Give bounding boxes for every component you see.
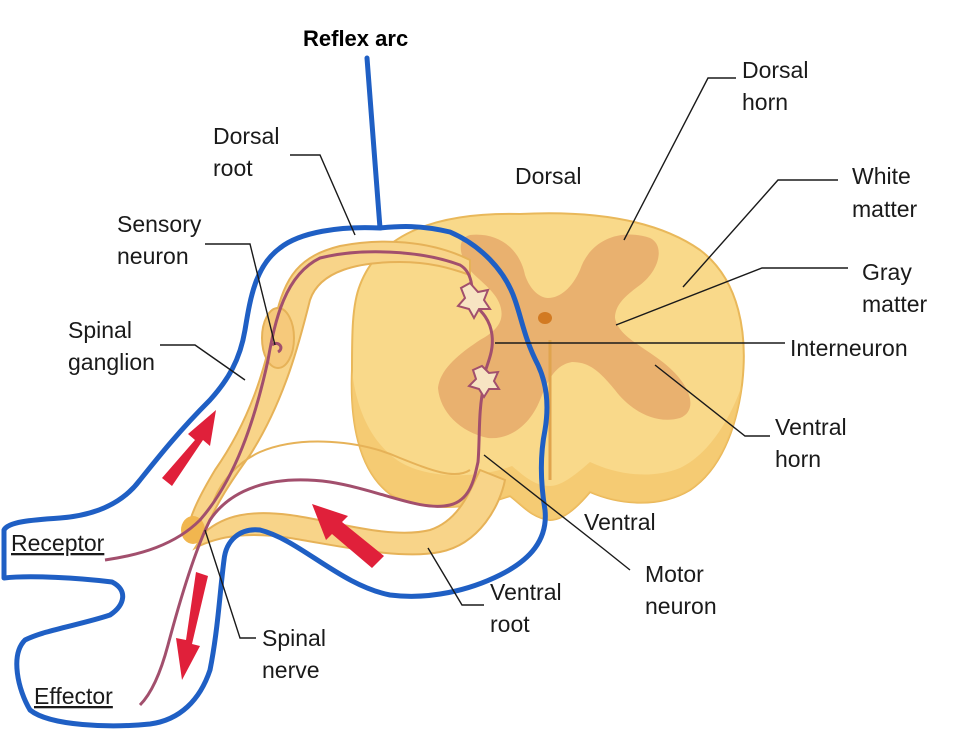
leader-dorsal-horn [623,77,736,241]
label-ventral-root: Ventral root [490,579,568,637]
diagram-title: Reflex arc [303,26,408,51]
label-gray-matter: Gray matter [862,259,928,317]
label-dorsal: Dorsal [515,163,581,189]
label-white-matter: White matter [852,163,918,222]
leader-spinal-ganglion [160,344,246,381]
reflex-arc-outline [1,55,550,729]
label-ventral-horn: Ventral horn [775,414,853,472]
label-receptor: Receptor [11,530,105,556]
sensory-neuron-path [104,250,474,562]
label-spinal-ganglion: Spinal ganglion [68,317,155,375]
ventral-root-inner [213,440,471,501]
spinal-cord [350,212,745,522]
spinal-cord-shadow [351,370,742,520]
down-arrow-icon [176,572,208,680]
leader-ventral-root [427,547,484,606]
label-dorsal-root: Dorsal root [213,123,286,181]
up-arrow-icon [162,410,216,486]
gray-matter [438,234,691,439]
label-motor-neuron: Motor neuron [645,561,717,619]
label-ventral: Ventral [584,509,656,535]
label-dorsal-horn: Dorsal horn [742,57,815,115]
central-canal [538,312,552,324]
leader-dorsal-root [290,154,356,236]
label-sensory-neuron: Sensory neuron [117,211,208,269]
neuron-cell-bodies [456,281,501,399]
leader-motor-neuron [483,454,631,571]
label-spinal-nerve: Spinal nerve [262,625,332,683]
leader-lines [160,77,848,639]
leader-spinal-nerve [204,529,256,639]
interneuron-cell-body [456,281,492,321]
motor-neuron-cell-body [467,364,501,399]
impulse-arrows [162,410,384,680]
label-interneuron: Interneuron [790,335,908,361]
label-effector: Effector [34,683,113,709]
leader-ventral-horn [654,364,770,437]
leader-gray-matter [615,267,848,326]
leader-sensory-neuron [205,243,276,346]
neuron-pathways [104,250,494,707]
sensory-branch [271,341,283,354]
labels: Reflex arc Dorsal horn Dorsal root Dorsa… [11,26,928,709]
motor-neuron-path [138,384,486,707]
left-arrow-icon [312,504,384,568]
leader-white-matter [682,179,838,288]
